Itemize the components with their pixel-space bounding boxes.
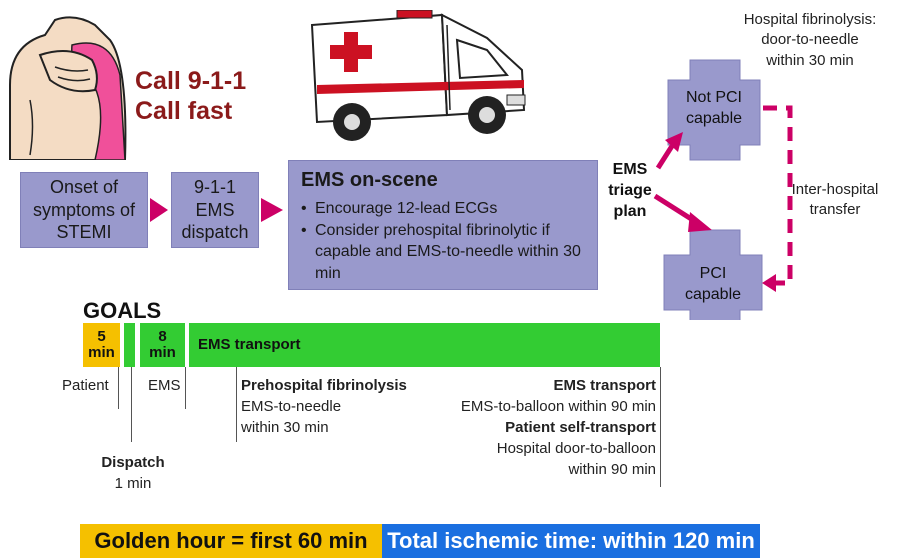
self-transport-line-1: Hospital door-to-balloon: [496, 440, 656, 457]
patient-chest-pain-illustration: [9, 16, 127, 160]
golden-hour-bar: Golden hour = first 60 min: [80, 524, 382, 558]
goal-ems-transport-label: EMS transport: [198, 335, 301, 353]
goal-8-min-cell: 8 min: [140, 323, 185, 367]
prehospital-fibrinolysis-block: Prehospital fibrinolysis EMS-to-needle w…: [241, 375, 441, 438]
ems-triage-plan-label: EMS triage plan: [608, 161, 652, 220]
ems-label: EMS: [148, 377, 181, 394]
ems-transport-title: EMS transport: [553, 377, 656, 394]
patient-self-transport-title: Patient self-transport: [505, 419, 656, 436]
pci-cross-shape: [663, 229, 763, 320]
prehospital-line-1: EMS-to-needle: [241, 398, 342, 415]
inter-hospital-dashed-line: [763, 105, 793, 286]
arrow-to-pci: [688, 212, 712, 232]
arrow-to-pci-transfer: [762, 274, 776, 292]
ems-bullet-fibrinolytic: Consider prehospital fibrinolytic if cap…: [301, 220, 585, 285]
timeline-line-end: [660, 367, 661, 487]
not-pci-capable-label: Not PCI capable: [685, 89, 743, 127]
prehospital-line-2: within 30 min: [241, 419, 329, 436]
goal-dispatch-cell: [124, 323, 135, 367]
arrow-onset-to-dispatch: [150, 198, 168, 222]
self-transport-line-2: within 90 min: [568, 461, 656, 478]
patient-label: Patient: [62, 377, 109, 394]
ems-on-scene-list: Encourage 12-lead ECGs Consider prehospi…: [301, 198, 585, 284]
flow-arrows: [150, 59, 793, 320]
timeline-line-patient: [118, 367, 119, 409]
dispatch-block: Dispatch 1 min: [88, 452, 178, 494]
onset-symptoms-label: Onset of symptoms of STEMI: [32, 177, 136, 243]
ems-transport-block: EMS transport EMS-to-balloon within 90 m…: [400, 375, 656, 480]
goals-title: GOALS: [83, 298, 162, 323]
timeline-line-dispatch: [131, 367, 132, 442]
hospital-fibrinolysis-label: Hospital fibrinolysis: door-to-needle wi…: [743, 11, 877, 69]
call-911-text: Call 9-1-1 Call fast: [135, 67, 247, 125]
golden-hour-label: Golden hour = first 60 min: [94, 528, 368, 553]
ems-transport-line: EMS-to-balloon within 90 min: [460, 398, 656, 415]
ems-dispatch-box: 9-1-1 EMS dispatch: [171, 172, 259, 248]
arrow-dispatch-to-ems: [261, 198, 283, 222]
ambulance-illustration: [310, 10, 526, 141]
ems-on-scene-title: EMS on-scene: [301, 169, 438, 191]
dispatch-time: 1 min: [114, 475, 152, 492]
pci-capable-label: PCI capable: [684, 265, 742, 303]
ems-on-scene-box: EMS on-scene Encourage 12-lead ECGs Cons…: [288, 160, 598, 290]
ems-bullet-ecg: Encourage 12-lead ECGs: [301, 198, 585, 220]
timeline-line-ems: [185, 367, 186, 409]
dispatch-title: Dispatch: [101, 454, 165, 471]
total-ischemic-time-label: Total ischemic time: within 120 min: [387, 528, 755, 553]
timeline-line-prehospital: [236, 367, 237, 442]
prehospital-fibrinolysis-title: Prehospital fibrinolysis: [241, 377, 407, 394]
ems-dispatch-label: 9-1-1 EMS dispatch: [181, 177, 249, 243]
goal-ems-transport-cell: EMS transport: [189, 323, 660, 367]
arrow-to-not-pci: [665, 132, 683, 152]
onset-symptoms-box: Onset of symptoms of STEMI: [20, 172, 148, 248]
not-pci-cross-shape: [667, 59, 761, 161]
total-ischemic-time-bar: Total ischemic time: within 120 min: [382, 524, 760, 558]
inter-hospital-transfer-label: Inter-hospital transfer: [791, 181, 879, 219]
goal-5-min-cell: 5 min: [83, 323, 120, 367]
